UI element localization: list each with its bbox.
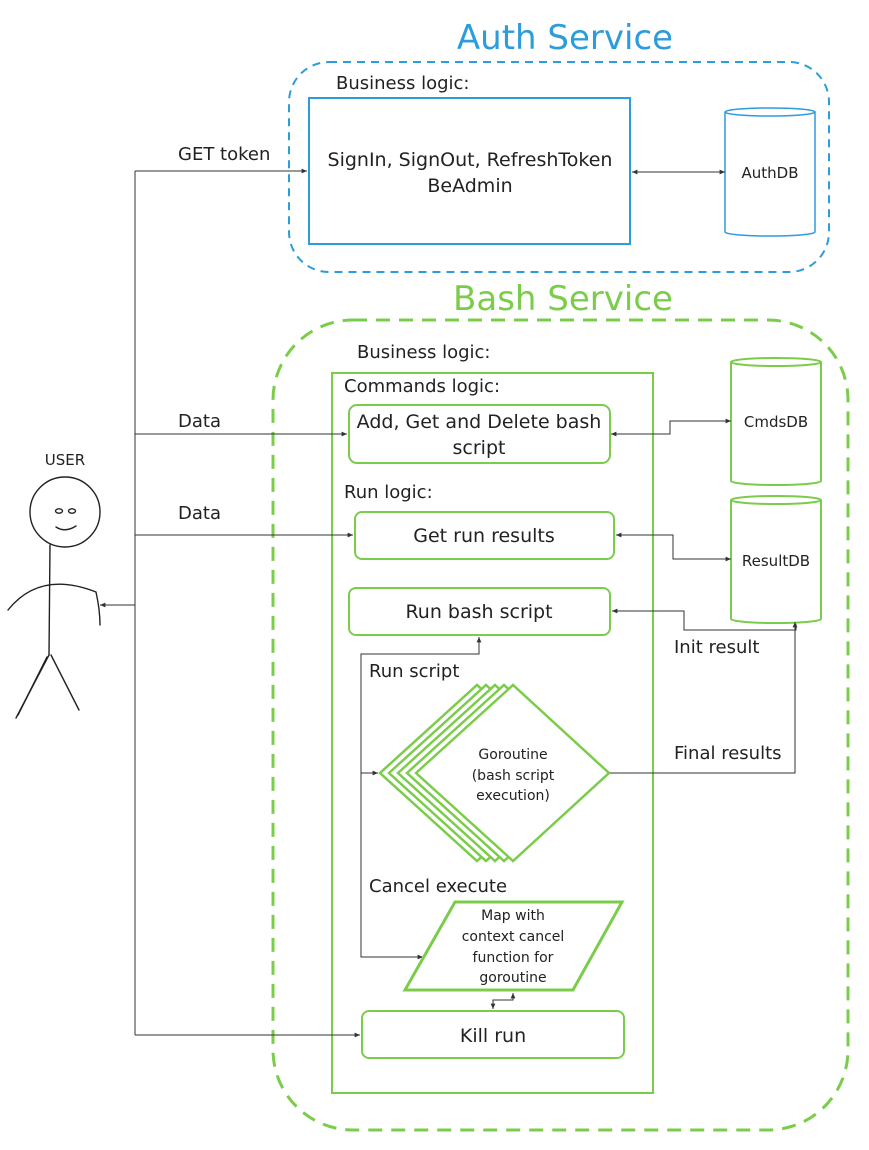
map-line1: Map with <box>481 908 545 924</box>
map-kill-connector <box>490 993 516 1009</box>
auth-service-title: Auth Service <box>457 18 673 58</box>
goroutine-line1: Goroutine <box>478 747 547 763</box>
user-label: USER <box>45 451 85 469</box>
bash-business-label: Business logic: <box>357 342 491 363</box>
auth-business-label: Business logic: <box>336 73 470 94</box>
bash-service-container <box>271 318 850 1132</box>
cmds-db-label: CmdsDB <box>744 413 808 431</box>
cmds-db-cylinder <box>730 357 822 486</box>
auth-db-label: AuthDB <box>742 164 799 182</box>
kill-run-box <box>361 1010 625 1059</box>
auth-logic-line1: SignIn, SignOut, RefreshToken <box>328 149 613 171</box>
run-script-label: Run script <box>369 661 459 682</box>
cancel-connector <box>360 773 423 960</box>
cancel-map-parallelogram <box>402 900 625 992</box>
auth-logic-line2: BeAdmin <box>427 175 512 197</box>
final-results-label: Final results <box>674 743 782 764</box>
goroutine-line3: execution) <box>476 788 550 804</box>
cmds-db-connector <box>611 418 731 437</box>
get-token-label: GET token <box>178 144 270 165</box>
bash-logic-container <box>331 372 654 1094</box>
map-line2: context cancel <box>462 929 565 945</box>
bash-service-title: Bash Service <box>453 279 673 319</box>
kill-run-label: Kill run <box>460 1025 526 1047</box>
run-logic-label: Run logic: <box>344 482 433 503</box>
get-run-results-label: Get run results <box>413 525 555 547</box>
commands-box <box>348 404 611 464</box>
run-script-connector <box>360 637 482 776</box>
auth-service-container <box>288 61 830 273</box>
final-results-connector <box>610 622 798 774</box>
user-stick-figure <box>7 476 101 719</box>
map-line4: goroutine <box>479 970 546 986</box>
cancel-execute-label: Cancel execute <box>369 876 507 897</box>
commands-box-line1: Add, Get and Delete bash <box>357 411 602 433</box>
commands-box-line2: script <box>453 437 506 459</box>
auth-logic-box <box>308 97 631 245</box>
data-label-commands: Data <box>178 411 221 432</box>
goroutine-line2: (bash script <box>472 768 555 784</box>
init-result-connector <box>612 608 797 631</box>
result-db-cylinder <box>730 495 822 624</box>
result-db-label: ResultDB <box>742 552 810 570</box>
get-run-results-box <box>354 511 615 560</box>
goroutine-stack <box>378 683 611 863</box>
commands-logic-label: Commands logic: <box>344 376 500 397</box>
auth-db-cylinder <box>724 107 816 237</box>
data-label-results: Data <box>178 503 221 524</box>
run-bash-script-box <box>348 587 611 636</box>
init-result-label: Init result <box>674 637 759 658</box>
run-bash-script-label: Run bash script <box>405 601 552 623</box>
result-db-connector <box>616 532 731 562</box>
map-line3: function for <box>473 950 554 966</box>
